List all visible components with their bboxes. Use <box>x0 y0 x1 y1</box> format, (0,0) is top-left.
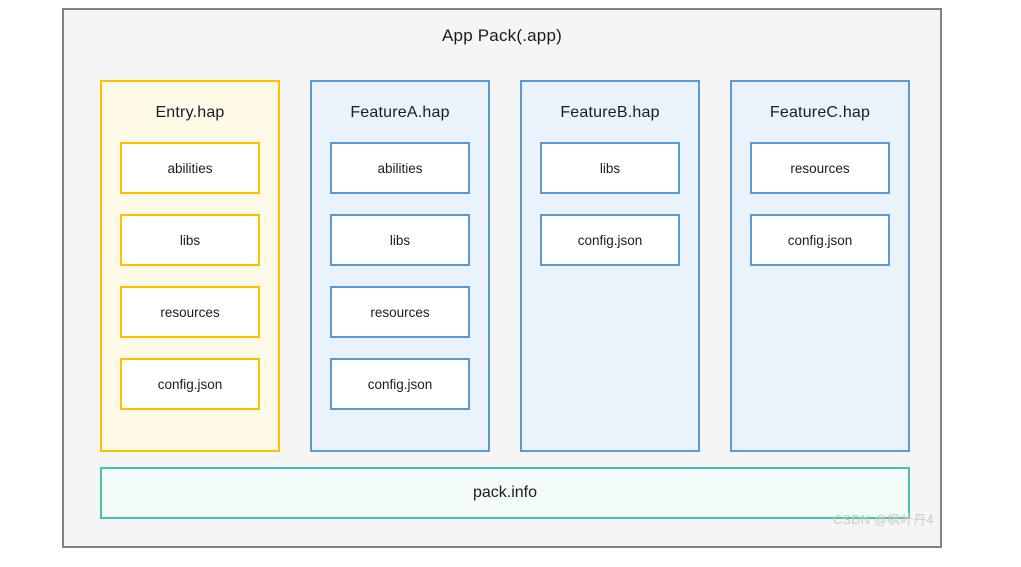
pack-info-label: pack.info <box>472 484 538 501</box>
app-pack-frame: App Pack(.app) Entry.hap abilities libs … <box>62 8 942 548</box>
hap-item[interactable]: abilities <box>120 142 260 194</box>
hap-item[interactable]: libs <box>120 214 260 266</box>
page-title: App Pack(.app) <box>442 26 562 45</box>
hap-columns-row: Entry.hap abilities libs resources confi… <box>100 80 910 452</box>
hap-item[interactable]: libs <box>330 214 470 266</box>
hap-item[interactable]: abilities <box>330 142 470 194</box>
hap-item[interactable]: config.json <box>750 214 890 266</box>
csdn-watermark: CSDN @枫叶丹4 <box>832 513 934 527</box>
hap-column-title: FeatureB.hap <box>560 104 660 121</box>
hap-item-label: libs <box>389 232 411 248</box>
hap-column-feature-c[interactable]: FeatureC.hap resources config.json <box>730 80 910 452</box>
hap-item-label: libs <box>599 160 621 176</box>
hap-item[interactable]: config.json <box>120 358 260 410</box>
hap-item-label: abilities <box>377 160 423 176</box>
hap-column-feature-b[interactable]: FeatureB.hap libs config.json <box>520 80 700 452</box>
hap-item-label: config.json <box>157 376 223 392</box>
hap-item-label: resources <box>370 304 430 320</box>
hap-item[interactable]: resources <box>750 142 890 194</box>
hap-item-label: resources <box>160 304 220 320</box>
hap-item-label: config.json <box>787 232 853 248</box>
hap-column-entry[interactable]: Entry.hap abilities libs resources confi… <box>100 80 280 452</box>
hap-item-label: config.json <box>367 376 433 392</box>
pack-info-bar[interactable]: pack.info <box>100 467 910 519</box>
hap-item[interactable]: resources <box>330 286 470 338</box>
hap-column-feature-a[interactable]: FeatureA.hap abilities libs resources co… <box>310 80 490 452</box>
hap-item-label: config.json <box>577 232 643 248</box>
hap-item[interactable]: config.json <box>330 358 470 410</box>
hap-item-label: abilities <box>167 160 213 176</box>
hap-item-label: resources <box>790 160 850 176</box>
hap-column-title: Entry.hap <box>155 104 225 121</box>
hap-item[interactable]: libs <box>540 142 680 194</box>
hap-item[interactable]: config.json <box>540 214 680 266</box>
hap-column-title: FeatureC.hap <box>769 104 871 121</box>
hap-item[interactable]: resources <box>120 286 260 338</box>
hap-column-title: FeatureA.hap <box>350 104 450 121</box>
hap-item-label: libs <box>179 232 201 248</box>
